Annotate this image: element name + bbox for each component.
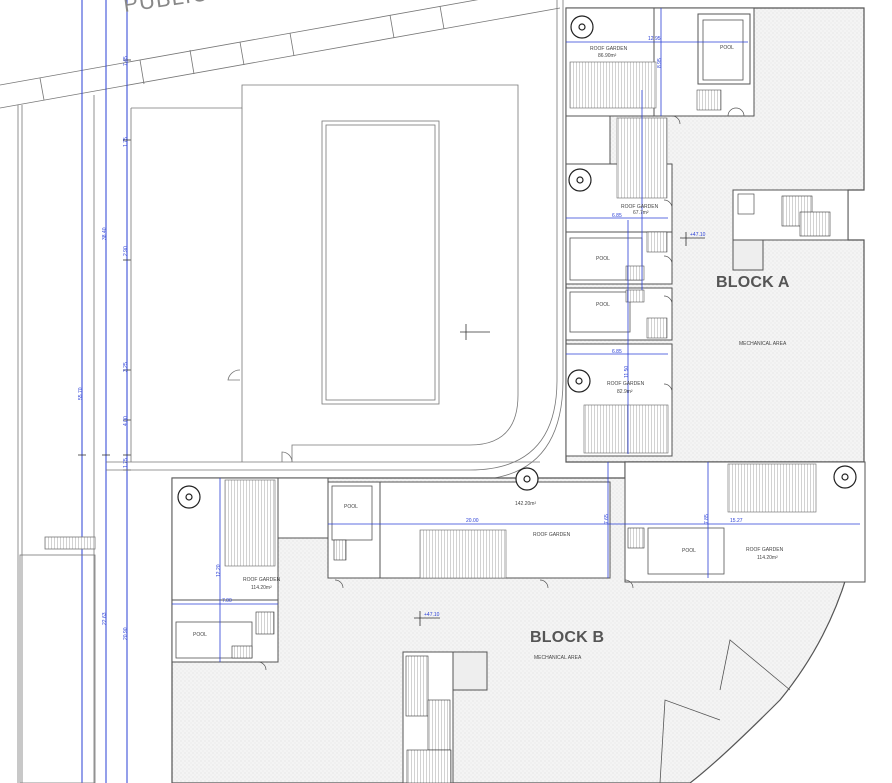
dimension-label: 4.00 (123, 416, 129, 426)
block-b-stairs (231, 527, 645, 783)
inner-dimension-lines (172, 8, 860, 662)
level-markers (414, 232, 705, 626)
room-area: 114.20m² (251, 585, 272, 591)
room-area: 114.20m² (757, 555, 778, 561)
court-structure (106, 84, 540, 463)
dimension-label: 7.85 (704, 514, 710, 524)
dimension-label: 12.95 (648, 36, 661, 42)
room-label: ROOF GARDEN (533, 532, 571, 538)
dimension-label: 38.40 (102, 227, 108, 240)
dimension-label: 11.50 (624, 365, 630, 378)
dimension-label: 2.90 (123, 246, 129, 256)
block-b-title: BLOCK B (530, 629, 605, 646)
dimension-label: 7.65 (604, 514, 610, 524)
dimension-label: 6.85 (612, 213, 622, 219)
dimension-label: 1.75 (123, 458, 129, 468)
spiral-stairs (177, 15, 857, 509)
room-label: ROOF GARDEN (746, 547, 784, 553)
room-label: ROOF GARDEN (621, 204, 659, 210)
left-dimension-lines (81, 0, 128, 783)
block-a-stairs (625, 89, 831, 339)
dimension-label: 55.70 (78, 387, 84, 400)
dimension-label: 20.90 (123, 627, 129, 640)
block-a-mechanical-label: MECHANICAL AREA (739, 341, 787, 347)
left-ticks (78, 59, 131, 471)
planters-b (224, 463, 817, 579)
dimension-label: 8.95 (657, 58, 663, 68)
dimension-label: 7.00 (222, 598, 232, 604)
pool-label: POOL (193, 632, 207, 638)
block-b-mechanical-label: MECHANICAL AREA (534, 655, 582, 661)
block-a-pools (569, 19, 744, 333)
pool-label: POOL (596, 302, 610, 308)
dimension-label: 22.63 (102, 612, 108, 625)
dimension-label: 7.45 (123, 56, 129, 66)
room-area: 67.7m² (633, 210, 649, 216)
dimension-label: 12.20 (216, 564, 222, 577)
room-label: ROOF GARDEN (607, 381, 645, 387)
room-area: 142.20m² (515, 501, 537, 507)
block-b-pools (175, 485, 725, 659)
pool-label: POOL (720, 45, 734, 51)
street-band (0, 0, 561, 109)
dimension-label: 6.85 (612, 349, 622, 355)
dimension-label: 3.25 (123, 362, 129, 372)
block-a-level: +47.10 (690, 232, 706, 238)
room-label: ROOF GARDEN (243, 577, 281, 583)
pool-label: POOL (596, 256, 610, 262)
room-area: 86.90m² (598, 53, 617, 59)
pool-label: POOL (682, 548, 696, 554)
dimension-label: 1.75 (123, 137, 129, 147)
dimension-label: 15.27 (730, 518, 743, 524)
room-label: ROOF GARDEN (590, 46, 628, 52)
pool-label: POOL (344, 504, 358, 510)
block-a-title: BLOCK A (716, 274, 790, 291)
block-b-level: +47.10 (424, 612, 440, 618)
dimension-label: 20.00 (466, 518, 479, 524)
room-area: 82.9m² (617, 389, 633, 395)
